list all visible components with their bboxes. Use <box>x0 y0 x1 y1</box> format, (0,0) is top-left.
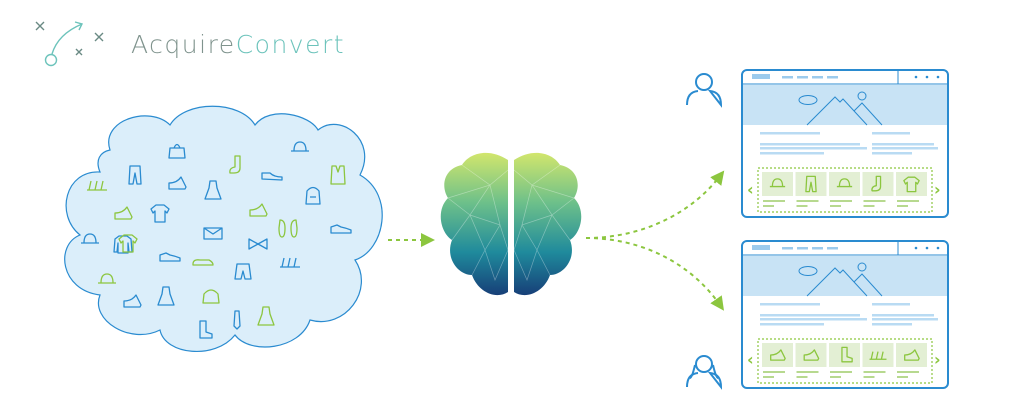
heel-icon <box>770 349 786 361</box>
sandal-icon <box>869 351 887 360</box>
sun-icon <box>857 262 867 272</box>
text-line <box>872 152 912 155</box>
arrow-to-top-page <box>585 170 725 239</box>
vest-icon <box>330 165 346 185</box>
shorts-icon <box>234 263 252 280</box>
shirt-icon <box>150 204 170 223</box>
carousel-next-button[interactable]: › <box>934 350 941 369</box>
ballet-flat-icon <box>192 259 214 266</box>
menu-dot-icon[interactable] <box>925 246 929 250</box>
hat-icon <box>836 178 853 188</box>
browser-window <box>741 240 949 389</box>
product-tile[interactable] <box>829 343 860 367</box>
logo: AcquireConvert <box>131 30 345 59</box>
dress-icon <box>257 306 275 326</box>
bowtie-icon <box>248 238 268 250</box>
brain-icon <box>440 152 582 296</box>
heel-icon <box>904 349 920 361</box>
purse-icon <box>202 289 220 304</box>
pants-icon <box>805 175 817 193</box>
menu-dot-icon[interactable] <box>936 246 940 250</box>
dress-icon <box>157 286 175 306</box>
male-user-icon <box>686 73 723 108</box>
mountain-icon <box>806 96 883 126</box>
menu-dot-icon[interactable] <box>914 246 918 250</box>
text-line <box>760 152 824 155</box>
sun-icon <box>857 91 867 101</box>
sneaker-icon <box>159 252 181 262</box>
product-cloud <box>64 105 383 353</box>
product-tile[interactable] <box>862 343 894 367</box>
text-line <box>872 314 934 317</box>
heel-icon <box>114 206 133 220</box>
recommendation-carousel <box>757 167 933 213</box>
logo-part2: Convert <box>235 30 346 59</box>
hat-icon <box>81 233 99 244</box>
handbag-icon <box>168 143 186 159</box>
boot-icon <box>199 320 213 339</box>
text-line <box>760 314 860 317</box>
longsleeve-icon <box>113 235 133 254</box>
tshirt-icon <box>903 176 920 193</box>
product-tile[interactable] <box>896 343 927 367</box>
text-line <box>872 323 912 326</box>
product-tile[interactable] <box>762 343 793 367</box>
hero-image <box>743 85 947 125</box>
boot-icon <box>841 346 853 363</box>
tie-icon <box>233 310 241 330</box>
text-line <box>760 323 824 326</box>
arrow-to-bottom-page <box>585 237 725 311</box>
cloud-icons <box>81 141 352 339</box>
logo-part1: Acquire <box>131 30 236 59</box>
heel-icon <box>123 294 142 308</box>
clutch-icon <box>203 227 223 240</box>
sandal-icon <box>280 257 300 268</box>
product-tile[interactable] <box>829 172 860 196</box>
tshirt-icon <box>118 234 138 253</box>
shoe-icon <box>261 172 283 181</box>
backpack-icon <box>305 186 321 205</box>
product-tile[interactable] <box>795 343 827 367</box>
cloud-icon <box>798 266 818 276</box>
hero-image <box>743 256 947 296</box>
sock-icon <box>229 155 241 174</box>
hat-icon <box>291 141 309 152</box>
menu-dot-icon[interactable] <box>936 75 940 79</box>
menu-dot-icon[interactable] <box>925 75 929 79</box>
logo-mark-icon <box>35 21 104 67</box>
carousel-prev-button[interactable]: ‹ <box>747 180 754 199</box>
text-line <box>872 132 910 135</box>
text-line <box>760 318 867 321</box>
mountain-icon <box>806 267 883 297</box>
recommendation-carousel <box>757 338 933 384</box>
hat-icon <box>769 178 786 188</box>
text-line <box>872 147 938 150</box>
product-tile[interactable] <box>862 172 894 196</box>
pants-icon <box>128 165 142 185</box>
sock-icon <box>871 175 882 192</box>
text-line <box>872 303 910 306</box>
text-line <box>760 147 867 150</box>
product-tile[interactable] <box>896 172 927 196</box>
heel-icon <box>249 203 268 217</box>
sandal-icon <box>87 180 107 191</box>
text-line <box>760 303 820 306</box>
cloud-icon <box>798 95 818 105</box>
carousel-next-button[interactable]: › <box>934 180 941 199</box>
heel-icon <box>168 176 187 190</box>
menu-dot-icon[interactable] <box>914 75 918 79</box>
dress-icon <box>204 180 222 200</box>
product-tile[interactable] <box>762 172 793 196</box>
text-line <box>872 143 934 146</box>
sneaker-icon <box>330 224 352 234</box>
text-line <box>872 318 938 321</box>
flipflops-icon <box>278 219 298 238</box>
heel-icon <box>803 349 820 361</box>
female-user-icon <box>686 355 723 390</box>
carousel-prev-button[interactable]: ‹ <box>747 350 754 369</box>
text-line <box>760 143 860 146</box>
browser-window <box>741 69 949 218</box>
text-line <box>760 132 820 135</box>
hat-icon <box>98 273 116 284</box>
